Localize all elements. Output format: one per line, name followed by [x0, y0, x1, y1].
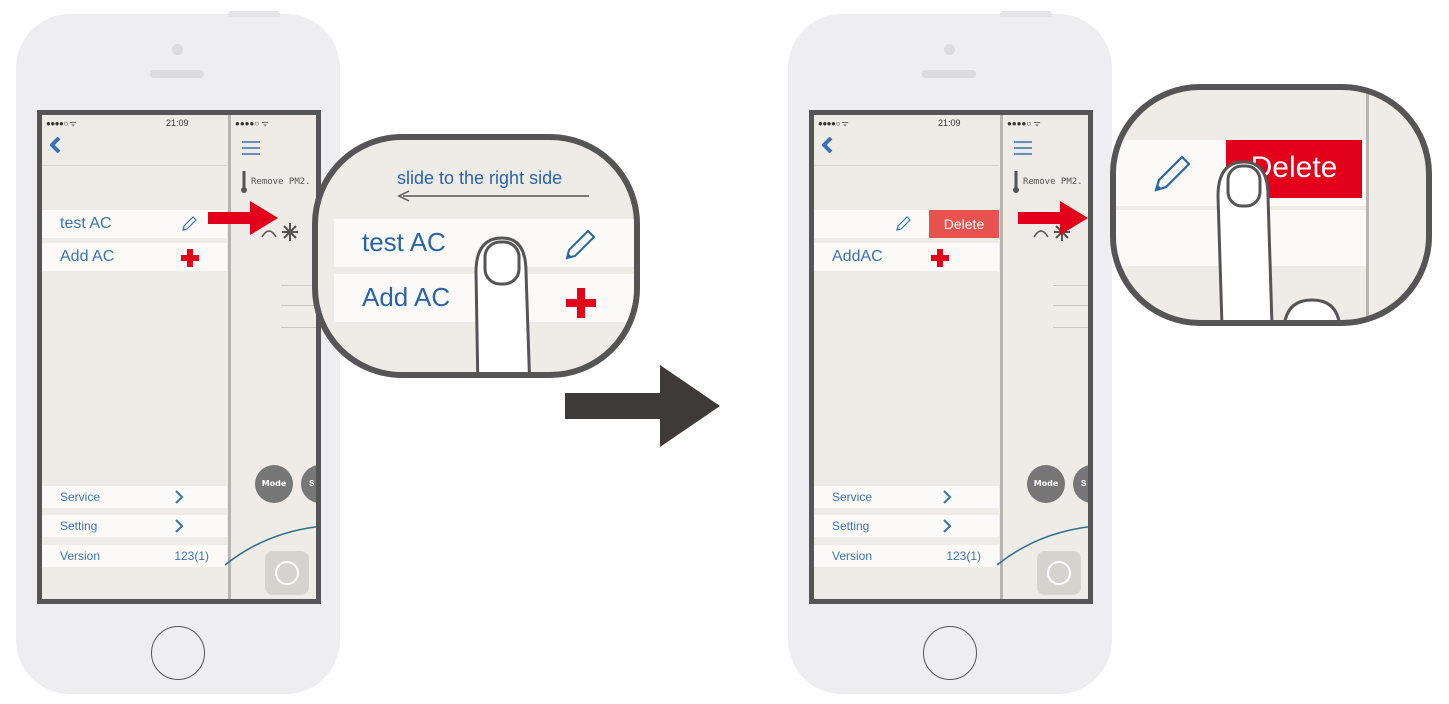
phone-left: ●●●●○ ᯤ 21:09 test AC Add AC Service Set…	[16, 11, 340, 694]
chevron-right-icon	[175, 519, 184, 533]
zoom-row-label: test AC	[362, 227, 446, 257]
menu-item-label: Version	[832, 549, 873, 563]
zoom-row-label: Add AC	[362, 282, 451, 312]
decorative-curve	[225, 526, 316, 566]
version-value: 123(1)	[174, 549, 209, 563]
hamburger-menu-icon[interactable]	[1013, 140, 1033, 156]
status-signal: ●●●●○ ᯤ	[235, 119, 269, 128]
phone-screen: ●●●●○ ᯤ 21:09 test AC Add AC Service Set…	[37, 110, 321, 604]
home-button[interactable]	[151, 626, 205, 680]
menu-item-add-ac[interactable]: AddAC	[814, 243, 999, 271]
status-signal: ●●●●○ ᯤ	[1007, 119, 1041, 128]
phone-screen: ●●●●○ ᯤ 21:09 Delete AddAC Service Setti…	[809, 110, 1093, 604]
decorative-curve	[997, 526, 1088, 566]
callout-zoom-right: Delete	[1110, 84, 1432, 326]
divider	[281, 285, 316, 286]
menu-item-setting[interactable]: Setting	[42, 515, 227, 537]
pencil-icon[interactable]	[1150, 152, 1194, 196]
plus-icon[interactable]	[181, 249, 199, 267]
phone-side-button	[1000, 11, 1052, 17]
thermometer-icon	[241, 171, 247, 193]
right-panel: ●●●●○ ᯤ Remove PM2. Mode S	[997, 115, 1088, 599]
assistive-touch-circle	[1047, 561, 1071, 585]
phone-side-button	[228, 11, 280, 17]
chevron-right-icon	[943, 519, 952, 533]
version-value: 123(1)	[946, 549, 981, 563]
phone-camera	[944, 44, 955, 55]
phone-camera	[172, 44, 183, 55]
menu-item-label: Service	[60, 490, 101, 504]
big-right-arrow-icon	[565, 365, 720, 447]
back-chevron-icon[interactable]	[49, 137, 63, 153]
menu-item-setting[interactable]: Setting	[814, 515, 999, 537]
status-time: 21:09	[166, 118, 189, 128]
status-time: 21:09	[938, 118, 961, 128]
menu-item-test-ac[interactable]: test AC	[42, 210, 227, 238]
panel-label: Remove PM2.	[1023, 177, 1083, 187]
status-signal: ●●●●○ ᯤ	[818, 119, 849, 128]
second-button[interactable]: S	[1073, 465, 1088, 503]
mode-button[interactable]: Mode	[1027, 465, 1065, 503]
divider	[281, 327, 316, 328]
plus-icon[interactable]	[931, 249, 949, 267]
divider	[1053, 305, 1088, 306]
pencil-icon[interactable]	[894, 215, 912, 233]
menu-item-label: AddAC	[832, 248, 883, 265]
menu-item-service[interactable]: Service	[814, 486, 999, 508]
divider	[1053, 285, 1088, 286]
finger-icon	[1216, 160, 1274, 320]
divider	[814, 165, 999, 166]
assistive-touch-button[interactable]	[265, 551, 309, 595]
snowflake-icon	[261, 223, 298, 241]
pencil-icon[interactable]	[562, 227, 598, 263]
divider	[281, 305, 316, 306]
thumb-icon	[1283, 298, 1341, 320]
menu-item-label: Add AC	[60, 248, 115, 265]
finger-icon	[474, 236, 531, 372]
phone-speaker	[150, 70, 204, 78]
chevron-right-icon	[175, 490, 184, 504]
home-button[interactable]	[923, 626, 977, 680]
panel-label: Remove PM2.	[251, 177, 311, 187]
status-signal: ●●●●○ ᯤ	[46, 119, 77, 128]
assistive-touch-button[interactable]	[1037, 551, 1081, 595]
menu-item-label: Setting	[832, 519, 870, 533]
left-arrow-line	[397, 190, 589, 202]
callout-zoom-left: slide to the right side test AC Add AC	[312, 134, 640, 378]
panel-separator	[1366, 90, 1369, 320]
red-arrow-icon	[208, 201, 278, 235]
menu-item-version: Version 123(1)	[814, 545, 999, 567]
right-panel: ●●●●○ ᯤ Remove PM2. Mode S	[225, 115, 316, 599]
menu-item-add-ac[interactable]: Add AC	[42, 243, 227, 271]
pencil-icon[interactable]	[180, 215, 198, 233]
menu-item-label: Setting	[60, 519, 98, 533]
delete-button[interactable]: Delete	[929, 210, 999, 238]
red-arrow-icon	[1018, 201, 1088, 235]
menu-item-test-ac-swiped[interactable]: Delete	[814, 210, 999, 238]
hamburger-menu-icon[interactable]	[241, 140, 261, 156]
thermometer-icon	[1013, 171, 1019, 193]
menu-item-version: Version 123(1)	[42, 545, 227, 567]
mode-button[interactable]: Mode	[255, 465, 293, 503]
instruction-text: slide to the right side	[397, 168, 563, 188]
back-chevron-icon[interactable]	[821, 137, 835, 153]
phone-speaker	[922, 70, 976, 78]
divider	[42, 165, 227, 166]
menu-item-label: Version	[60, 549, 101, 563]
second-button[interactable]: S	[301, 465, 316, 503]
divider	[1053, 327, 1088, 328]
chevron-right-icon	[943, 490, 952, 504]
assistive-touch-circle	[275, 561, 299, 585]
phone-right: ●●●●○ ᯤ 21:09 Delete AddAC Service Setti…	[788, 11, 1112, 694]
menu-item-service[interactable]: Service	[42, 486, 227, 508]
plus-icon[interactable]	[566, 288, 596, 318]
menu-item-label: test AC	[60, 215, 112, 232]
menu-item-label: Service	[832, 490, 873, 504]
